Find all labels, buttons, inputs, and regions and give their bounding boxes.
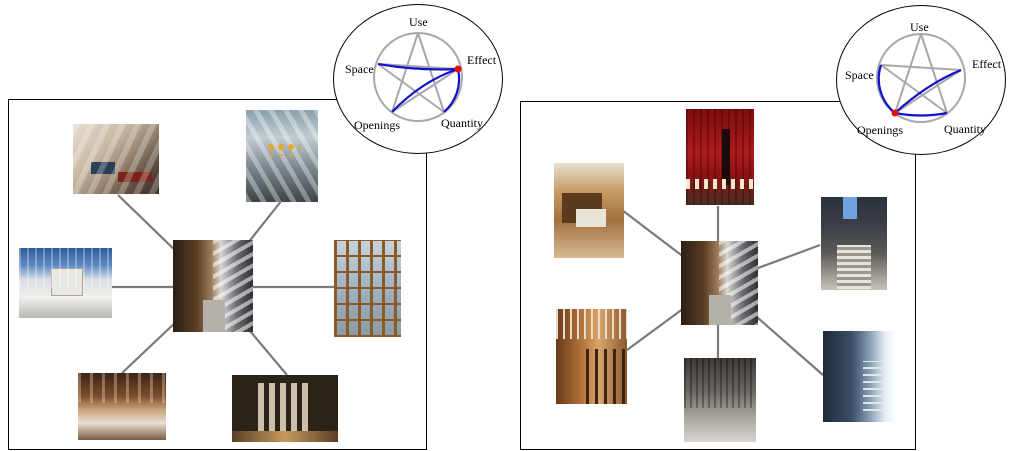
image-corridor-window[interactable] xyxy=(823,331,896,422)
radar-label-openings: Openings xyxy=(857,123,903,137)
edge-openings-effect xyxy=(894,68,962,114)
right-radar-circle: Use Effect Space Openings Quantity xyxy=(836,5,1006,155)
image-wooden-colonnade[interactable] xyxy=(556,309,627,404)
radar-label-space: Space xyxy=(845,68,874,82)
radar-label-effect: Effect xyxy=(467,53,497,67)
image-skylit-stair[interactable] xyxy=(821,197,887,290)
edge-openings-space xyxy=(877,64,896,114)
left-radar-graph xyxy=(373,32,463,122)
radar-label-openings: Openings xyxy=(354,118,400,132)
image-living-room[interactable] xyxy=(73,124,159,194)
edge-openings-quantity xyxy=(894,111,948,117)
radar-label-quantity: Quantity xyxy=(944,122,986,136)
radar-label-quantity: Quantity xyxy=(441,116,483,130)
image-perforated-wall[interactable] xyxy=(232,375,338,442)
image-church-light[interactable] xyxy=(246,110,318,202)
image-timber-lattice[interactable] xyxy=(334,240,401,337)
edge-effect-quantity xyxy=(443,68,461,113)
edge-effect-space xyxy=(377,62,459,71)
selected-node-openings xyxy=(891,109,899,117)
edge-effect-openings xyxy=(391,67,459,113)
right-radar-graph xyxy=(876,33,966,123)
left-radar-circle: Use Effect Space Openings Quantity xyxy=(333,4,503,154)
image-museum-court[interactable] xyxy=(19,248,112,318)
image-wooden-ceiling[interactable] xyxy=(78,373,166,440)
radar-label-use: Use xyxy=(910,20,929,34)
image-grey-walkway[interactable] xyxy=(684,358,756,442)
image-red-wall[interactable] xyxy=(686,109,754,205)
radar-label-use: Use xyxy=(409,15,428,29)
image-center-corridor[interactable] xyxy=(173,240,253,332)
selected-node-effect xyxy=(454,65,462,73)
radar-label-effect: Effect xyxy=(972,57,1002,71)
radar-label-space: Space xyxy=(345,62,374,76)
image-center-corridor-right[interactable] xyxy=(681,241,758,325)
image-wooden-skylit[interactable] xyxy=(554,163,624,258)
